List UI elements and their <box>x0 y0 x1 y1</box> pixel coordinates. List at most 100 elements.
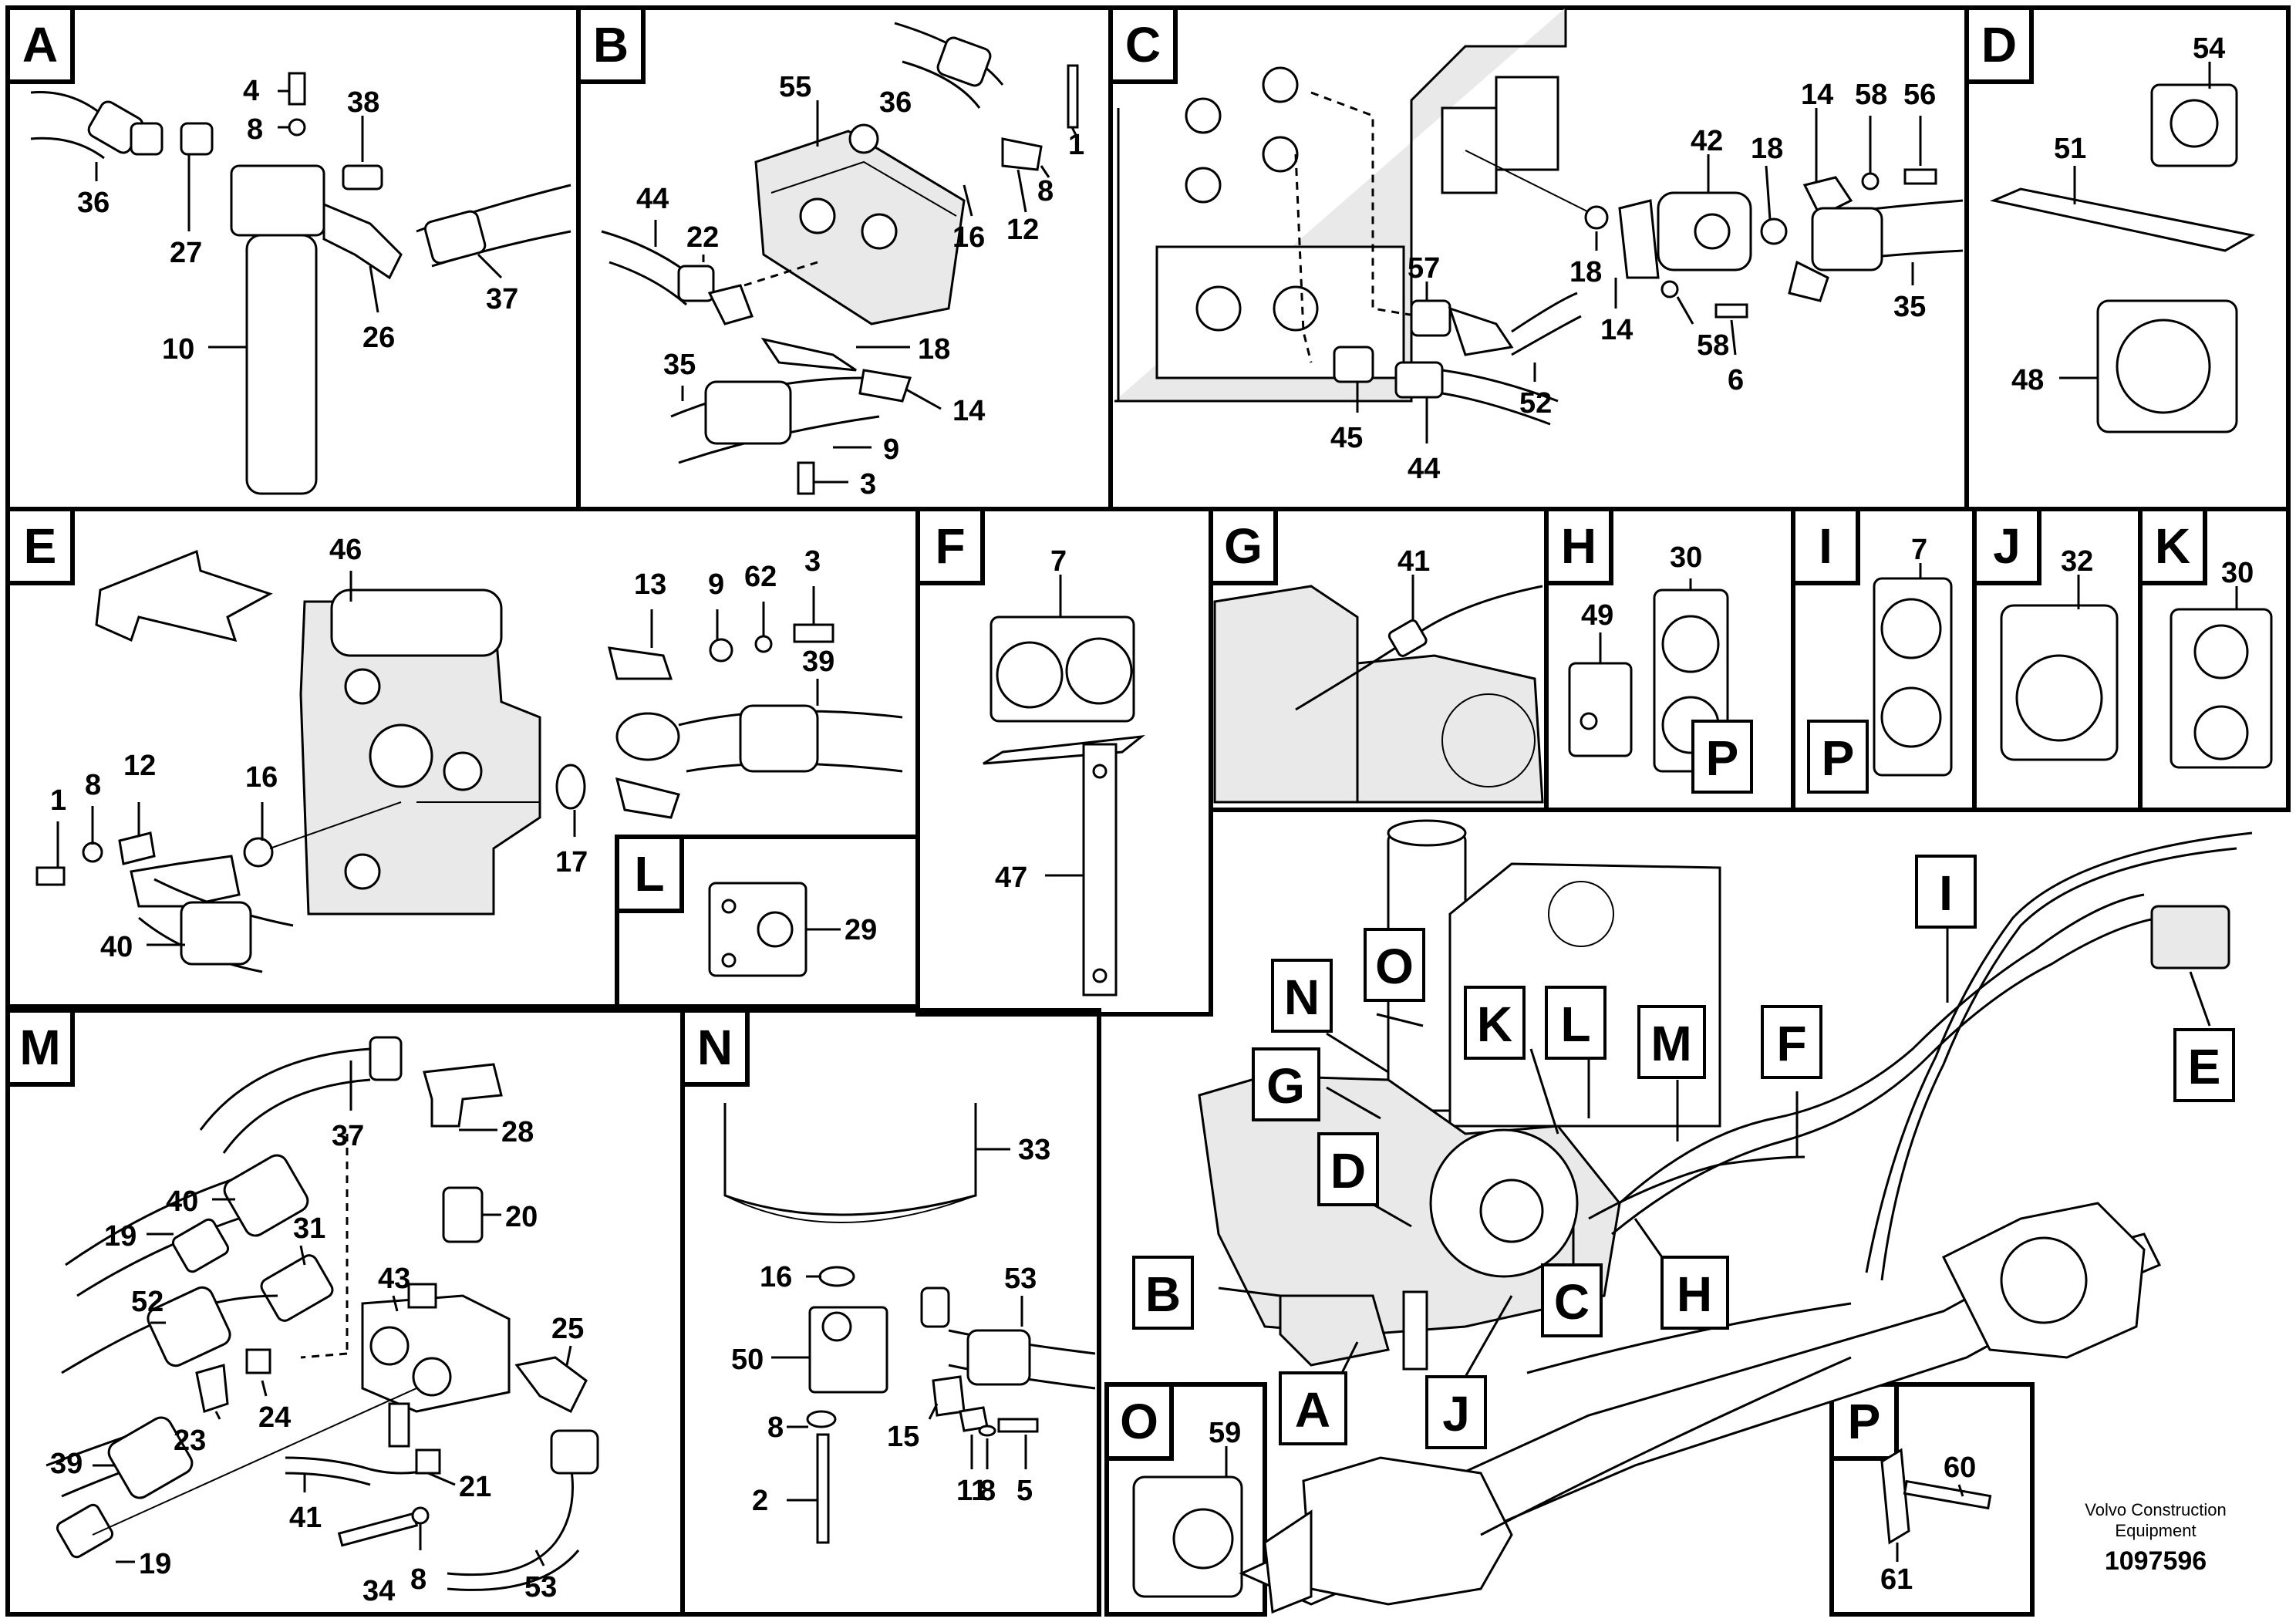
panel-e-title: E <box>24 518 57 574</box>
callout-m-40: 40 <box>166 1185 198 1218</box>
panel-a-letter: A <box>5 5 75 84</box>
flange-14-b-2 <box>858 369 912 403</box>
leader-b-1 <box>1070 126 1077 136</box>
line-m-1 <box>92 1388 417 1536</box>
valve-block-46-port-4 <box>443 751 483 791</box>
callout-m-23: 23 <box>174 1425 206 1457</box>
flange-12-b <box>1001 137 1043 171</box>
bolt-5 <box>997 1418 1039 1433</box>
leader-b-14 <box>905 388 942 410</box>
overview-label-o: O <box>1364 928 1425 1002</box>
leader-m-23 <box>214 1411 221 1420</box>
callout-b-16: 16 <box>952 221 985 254</box>
panel-o-title: O <box>1120 1394 1158 1449</box>
panel-h-drawing: 49 30 P <box>1568 541 1753 794</box>
callout-c-18: 18 <box>1751 133 1783 165</box>
callout-b-55: 55 <box>779 71 811 103</box>
leader-a-26 <box>369 265 379 313</box>
callout-h-30: 30 <box>1670 541 1702 574</box>
direction-arrow <box>95 549 273 642</box>
callout-c-52: 52 <box>1519 387 1552 420</box>
filter-head <box>230 164 325 237</box>
line-c-1 <box>1465 150 1597 217</box>
callout-b-8: 8 <box>1037 175 1054 207</box>
block-50-port <box>821 1311 852 1342</box>
callout-b-35: 35 <box>663 349 696 381</box>
bracket-47-hole-2 <box>1092 968 1108 983</box>
hose-fitting-39-e <box>739 704 819 773</box>
hose-fitting-40-e <box>180 901 252 966</box>
flange-39 <box>615 712 680 761</box>
washer-8 <box>288 118 306 137</box>
panel-e-letter: E <box>5 507 75 585</box>
adapter-57 <box>1410 299 1451 337</box>
panel-j-drawing: 32 <box>2000 545 2119 761</box>
overview-label-l-text: L <box>1560 996 1590 1052</box>
leader-m-25 <box>565 1345 572 1366</box>
callout-m-53: 53 <box>524 1571 557 1603</box>
leader-b-12 <box>1017 169 1027 213</box>
fitting-n-top <box>920 1286 950 1328</box>
bolt-4 <box>288 72 306 106</box>
panel-g-drawing: 41 <box>1213 545 1544 804</box>
manifold-43-port-1 <box>369 1326 410 1366</box>
overview-control-valve <box>2150 905 2230 969</box>
overview-leader-o <box>1376 1013 1424 1027</box>
callout-c-44: 44 <box>1408 453 1440 485</box>
callout-f-7: 7 <box>1050 545 1067 578</box>
block-29-hole-1 <box>721 899 737 914</box>
panel-p-drawing: 60 61 <box>1880 1448 1992 1596</box>
overview-label-k-text: K <box>1477 996 1512 1052</box>
panel-k-border <box>2138 507 2291 812</box>
callout-e-46: 46 <box>329 534 362 566</box>
panel-g-title: G <box>1224 518 1263 574</box>
bolt-3-e <box>793 623 834 643</box>
callout-n-50: 50 <box>731 1344 764 1376</box>
bolt-2 <box>816 1433 830 1544</box>
flange-15 <box>932 1375 966 1417</box>
leader-m-21 <box>427 1472 456 1486</box>
callout-n-11: 11 <box>956 1475 987 1507</box>
valve-55-port-3 <box>848 123 879 154</box>
port-block-c-1 <box>1441 106 1498 194</box>
callout-m-24: 24 <box>258 1401 291 1434</box>
tank-33 <box>723 1103 977 1216</box>
clamp-49-bolt <box>1580 712 1598 730</box>
hose-41-m <box>285 1456 433 1486</box>
callout-b-1: 1 <box>1068 129 1084 161</box>
fitting-31 <box>260 1254 334 1322</box>
callout-m-21: 21 <box>459 1471 491 1503</box>
oring-18-c-2 <box>1760 218 1788 245</box>
panel-m-drawing: 37 28 40 20 19 31 43 25 52 24 23 21 39 4… <box>46 1036 599 1607</box>
callout-e-9: 9 <box>708 568 724 601</box>
overview-label-g-text: G <box>1266 1058 1305 1114</box>
dashed-c-1 <box>1310 91 1420 318</box>
overview-axle-hub-front <box>1263 1509 1313 1614</box>
panel-d-title: D <box>1981 17 2017 73</box>
fitting-22b <box>707 284 754 325</box>
hose-44-c <box>1441 369 1559 426</box>
hose-fitting-52-m <box>147 1286 231 1367</box>
bracket-47-hole-1 <box>1092 764 1108 779</box>
panel-b-letter: B <box>576 5 646 84</box>
adapter-45 <box>1333 346 1374 383</box>
overview-label-m-text: M <box>1650 1016 1691 1071</box>
leader-m-53 <box>534 1549 545 1566</box>
hose-fitting-40-m <box>223 1154 309 1237</box>
panel-m-title: M <box>19 1020 60 1075</box>
tee-23 <box>195 1364 229 1413</box>
valve-55-port-2 <box>861 213 898 250</box>
hose-fitting-44-c <box>1394 361 1444 399</box>
overview-label-d-text: D <box>1330 1143 1366 1199</box>
port-c-2 <box>1185 167 1222 204</box>
panel-j-letter: J <box>1972 507 2041 585</box>
valve-55 <box>754 130 966 325</box>
overview-label-b: B <box>1132 1256 1194 1330</box>
callout-e-1: 1 <box>50 784 66 817</box>
overview-label-b-text: B <box>1145 1266 1181 1322</box>
port-c-1 <box>1185 97 1222 134</box>
panel-i-letter: I <box>1791 507 1860 585</box>
flange-14-c-3 <box>1788 260 1829 302</box>
elbow-26 <box>322 202 403 280</box>
callout-c-58b: 58 <box>1697 329 1729 362</box>
